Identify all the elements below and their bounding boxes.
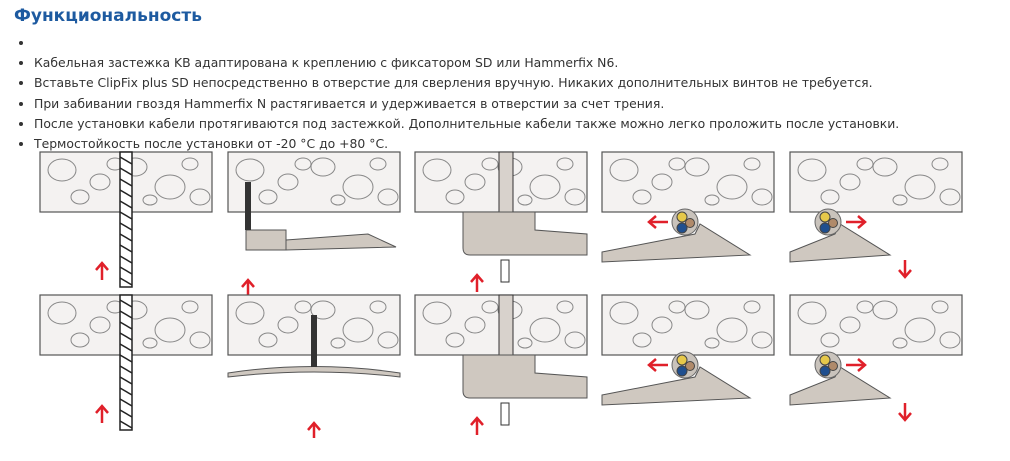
step-panel: [601, 151, 775, 263]
step-panel: [601, 294, 775, 406]
arrow-up-icon: [470, 273, 484, 292]
step-panel: [227, 151, 401, 297]
arrow-up-icon: [95, 261, 109, 280]
installation-diagram: [39, 151, 963, 438]
step-panel: [789, 294, 963, 422]
list-item: Вставьте ClipFix plus SD непосредственно…: [34, 73, 899, 93]
list-item: При забивании гвоздя Hammerfix N растяги…: [34, 94, 899, 114]
step-panel: [789, 151, 963, 279]
feature-list: Кабельная застежка KB адаптирована к кре…: [14, 33, 899, 154]
arrow-icon: [647, 215, 668, 229]
arrow-down-icon: [898, 403, 912, 422]
step-panel: [414, 151, 588, 292]
cable-bundle-icon: [814, 351, 842, 379]
section-title: Функциональность: [14, 6, 202, 26]
step-panel: [227, 294, 401, 438]
list-item: Термостойкость после установки от -20 °C…: [34, 134, 899, 154]
step-panel: [39, 294, 213, 431]
arrow-up-icon: [241, 278, 255, 297]
list-item: Кабельная застежка KB адаптирована к кре…: [34, 53, 899, 73]
arrow-up-icon: [470, 416, 484, 435]
arrow-down-icon: [898, 260, 912, 279]
arrow-icon: [846, 215, 867, 229]
cable-bundle-icon: [814, 208, 842, 236]
cable-bundle-icon: [671, 351, 699, 379]
cable-bundle-icon: [671, 208, 699, 236]
arrow-up-icon: [95, 404, 109, 423]
step-panel: [414, 294, 588, 435]
list-item: После установки кабели протягиваются под…: [34, 114, 899, 134]
list-item: [34, 33, 899, 53]
arrow-up-icon: [307, 421, 321, 438]
arrow-icon: [647, 358, 668, 372]
arrow-icon: [846, 358, 867, 372]
step-panel: [39, 151, 213, 288]
